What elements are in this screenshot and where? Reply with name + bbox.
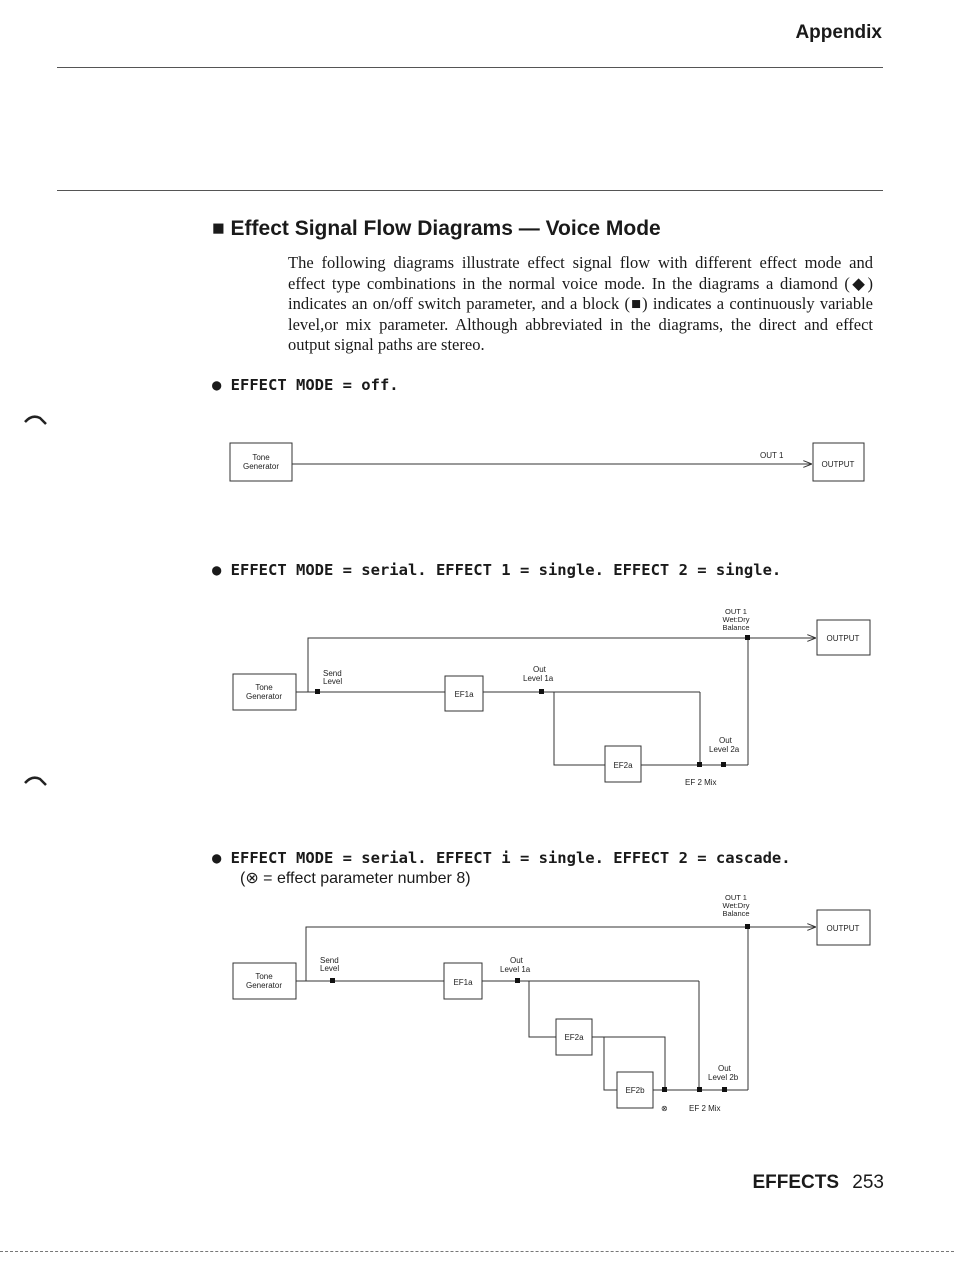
param8-icon: ⊗	[661, 1104, 668, 1113]
dry-signal-line	[296, 637, 745, 693]
ef2a-direct-line	[592, 1036, 666, 1090]
tone-label: Tone	[255, 683, 273, 692]
diagram-3-note: (⊗ = effect parameter number 8)	[240, 870, 471, 887]
level-label: Level	[320, 964, 339, 973]
out-label: Out	[533, 665, 547, 674]
level1a-label: Level 1a	[500, 965, 531, 974]
diagram-serial-cascade: Tone Generator Send Level EF1a Out Level…	[232, 893, 871, 1113]
generator-label: Generator	[246, 692, 282, 701]
diagram-3-heading: ● EFFECT MODE = serial. EFFECT i = singl…	[212, 849, 791, 867]
output-block	[812, 442, 865, 482]
out-level-1a-block	[539, 689, 544, 694]
level2a-label: Level 2a	[709, 745, 740, 754]
section-title: ■ Effect Signal Flow Diagrams — Voice Mo…	[212, 217, 661, 240]
ef1a-label: EF1a	[454, 690, 474, 699]
running-header: Appendix	[795, 22, 882, 43]
send-level-block	[330, 978, 335, 983]
out1-label: OUT 1	[725, 607, 747, 616]
balance-label: Balance	[722, 623, 749, 632]
output-label: OUTPUT	[827, 634, 860, 643]
diagram-effect-off: Tone Generator OUT 1 OUTPUT	[229, 442, 865, 482]
ef2a-label: EF2a	[564, 1033, 584, 1042]
tone-label: Tone	[252, 453, 270, 462]
page-footer: EFFECTS 253	[752, 1172, 884, 1194]
level2b-label: Level 2b	[708, 1073, 739, 1082]
wet-dry-balance-block	[745, 924, 750, 929]
diagram-serial-single: Tone Generator Send Level EF1a Out Level…	[232, 607, 871, 787]
send-level-block	[315, 689, 320, 694]
ef2b-label: EF2b	[625, 1086, 645, 1095]
ef1a-label: EF1a	[453, 978, 473, 987]
output-label: OUTPUT	[827, 924, 860, 933]
out1-label: OUT 1	[760, 451, 784, 460]
wet-dry-balance-block	[745, 635, 750, 640]
diagram-2-heading: ● EFFECT MODE = serial. EFFECT 1 = singl…	[212, 561, 782, 579]
ef2a-cascade-block	[662, 1087, 667, 1092]
ef2-mix-block	[697, 762, 702, 767]
ef2a-block	[604, 745, 642, 783]
ef2b-feed-line	[603, 1037, 617, 1091]
footer-section: EFFECTS	[752, 1172, 840, 1193]
out-level-2a-block	[721, 762, 726, 767]
generator-label: Generator	[246, 981, 282, 990]
margin-mark	[24, 776, 47, 786]
output-block	[816, 619, 871, 656]
wetdry-label: Wet:Dry	[723, 615, 750, 624]
tone-generator-block	[229, 442, 293, 482]
output-label: OUTPUT	[822, 460, 855, 469]
generator-label: Generator	[243, 462, 279, 471]
send-label: Send	[320, 956, 339, 965]
out-label: Out	[510, 956, 524, 965]
diagram-1-heading: ● EFFECT MODE = off.	[212, 376, 399, 394]
send-label: Send	[323, 669, 342, 678]
dry-signal-line	[296, 926, 745, 982]
ef2a-label: EF2a	[613, 761, 633, 770]
out-level-2b-block	[722, 1087, 727, 1092]
margin-mark	[24, 415, 47, 425]
intro-paragraph: The following diagrams illustrate effect…	[288, 253, 873, 354]
out-label-2a: Out	[719, 736, 733, 745]
level1a-label: Level 1a	[523, 674, 554, 683]
ef2a-feed-line	[528, 981, 556, 1038]
section-rule	[57, 190, 883, 191]
balance-label: Balance	[722, 909, 749, 918]
wetdry-label: Wet:Dry	[723, 901, 750, 910]
ef2-mix-block	[697, 1087, 702, 1092]
ef2a-feed-line	[553, 692, 605, 766]
ef1a-block	[444, 675, 484, 712]
out-label-2b: Out	[718, 1064, 732, 1073]
page-number: 253	[852, 1172, 884, 1193]
out1-label: OUT 1	[725, 893, 747, 902]
level-label: Level	[323, 677, 342, 686]
out-level-1a-block	[515, 978, 520, 983]
ef2-mix-label: EF 2 Mix	[689, 1104, 721, 1113]
bottom-edge-rule	[0, 1251, 954, 1252]
header-rule	[57, 67, 883, 68]
ef2-mix-label: EF 2 Mix	[685, 778, 717, 787]
tone-label: Tone	[255, 972, 273, 981]
output-block	[816, 909, 871, 946]
